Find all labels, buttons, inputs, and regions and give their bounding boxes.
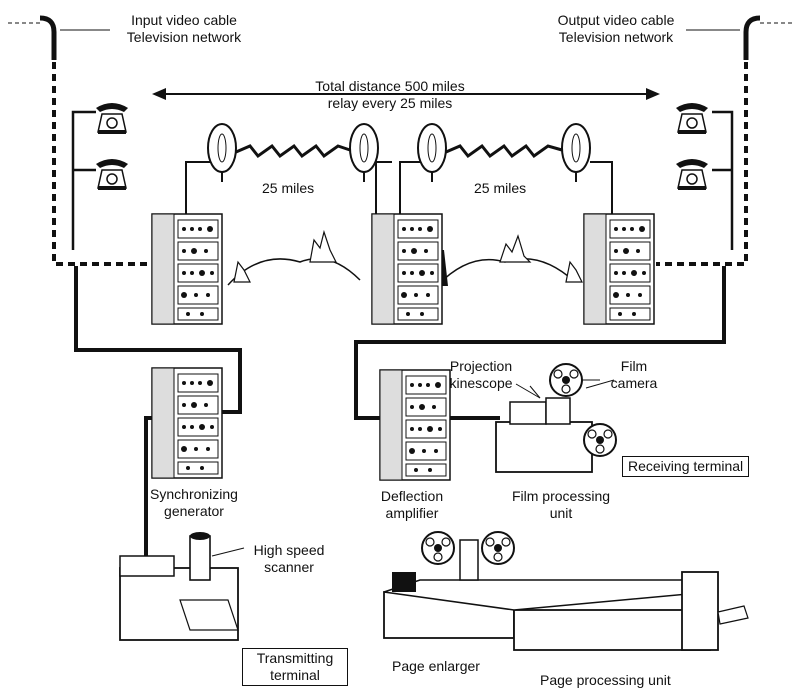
page-enlarger-label: Page enlarger	[392, 658, 480, 674]
miles-right-label: 25 miles	[474, 180, 527, 196]
page-processing-unit-label: Page processing unit	[540, 672, 671, 688]
miles-left-label: 25 miles	[262, 180, 315, 196]
receiving-terminal-label: Receiving terminal	[622, 456, 750, 477]
